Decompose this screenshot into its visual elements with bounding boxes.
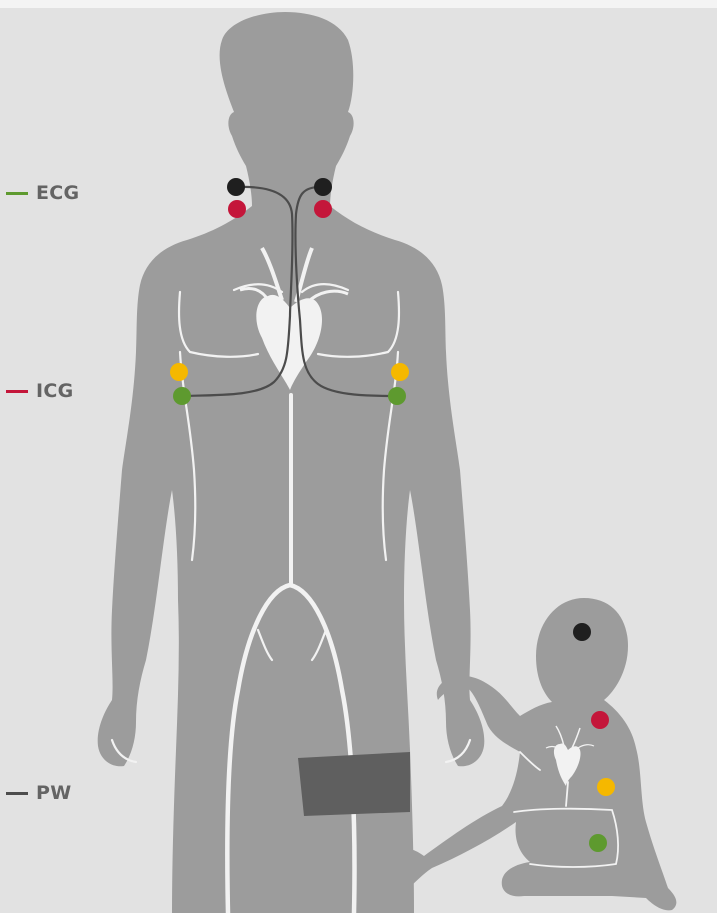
infant-silhouette — [380, 598, 677, 910]
electrode-red-infant-neck — [591, 711, 609, 729]
ecg-label: ECG — [36, 182, 79, 204]
electrode-yellow-right-thorax — [391, 363, 409, 381]
electrode-black-left-neck — [227, 178, 245, 196]
legend-item-ecg: ECG — [6, 181, 79, 205]
electrode-black-right-neck — [314, 178, 332, 196]
electrode-green-infant-abdomen — [589, 834, 607, 852]
electrode-yellow-infant-thorax — [597, 778, 615, 796]
electrode-green-left-thorax — [173, 387, 191, 405]
pw-label: PW — [36, 782, 71, 804]
electrode-black-infant-head — [573, 623, 591, 641]
adult-silhouette — [98, 12, 485, 913]
electrode-yellow-left-thorax — [170, 363, 188, 381]
electrode-red-left-neck — [228, 200, 246, 218]
legend-item-icg: ICG — [6, 379, 74, 403]
infant-body — [380, 598, 677, 910]
ecg-swatch — [6, 192, 28, 195]
electrode-green-right-thorax — [388, 387, 406, 405]
legend-item-pw: PW — [6, 781, 71, 805]
icg-swatch — [6, 390, 28, 393]
thigh-cuff — [298, 752, 410, 816]
pw-swatch — [6, 792, 28, 795]
electrode-red-right-neck — [314, 200, 332, 218]
icg-label: ICG — [36, 380, 74, 402]
